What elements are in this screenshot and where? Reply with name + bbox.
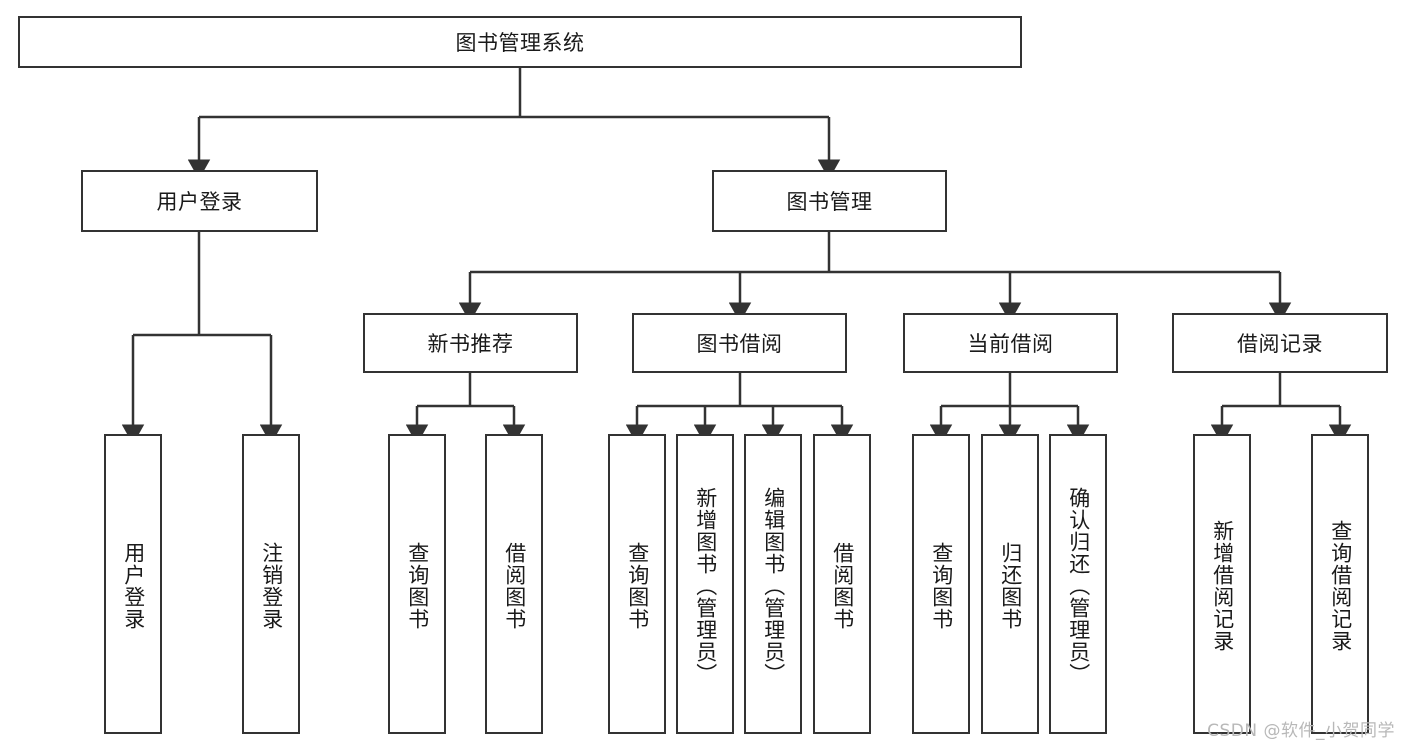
node-current-borrow[interactable]: 当前借阅: [903, 313, 1118, 373]
node-label: 新书推荐: [427, 332, 514, 356]
leaf-label: 用户登录: [121, 542, 146, 630]
leaf-return-book[interactable]: 归还图书: [981, 434, 1039, 734]
node-book-borrow[interactable]: 图书借阅: [632, 313, 847, 373]
node-label: 图书借阅: [696, 332, 783, 356]
leaf-query-borrowed-book[interactable]: 查询图书: [912, 434, 970, 734]
leaf-label: 借阅图书: [502, 542, 527, 630]
leaf-confirm-return-admin[interactable]: 确认归还（管理员）: [1049, 434, 1107, 734]
leaf-label: 注销登录: [259, 542, 284, 630]
node-book-management-module[interactable]: 图书管理: [712, 170, 947, 232]
leaf-query-book-recommend[interactable]: 查询图书: [388, 434, 446, 734]
node-borrow-record[interactable]: 借阅记录: [1172, 313, 1388, 373]
leaf-label: 查询图书: [405, 542, 430, 630]
leaf-label: 编辑图书（管理员）: [761, 487, 786, 685]
node-root[interactable]: 图书管理系统: [18, 16, 1022, 68]
watermark-text: CSDN @软件_小贺同学: [1207, 721, 1395, 741]
node-label: 借阅记录: [1237, 332, 1323, 356]
node-label: 当前借阅: [967, 332, 1054, 356]
leaf-label: 借阅图书: [830, 542, 855, 630]
leaf-query-book[interactable]: 查询图书: [608, 434, 666, 734]
leaf-user-login[interactable]: 用户登录: [104, 434, 162, 734]
leaf-borrow-book[interactable]: 借阅图书: [813, 434, 871, 734]
node-user-login-module[interactable]: 用户登录: [81, 170, 318, 232]
node-label: 用户登录: [156, 190, 243, 214]
leaf-label: 查询借阅记录: [1328, 520, 1353, 652]
leaf-label: 查询图书: [625, 542, 650, 630]
leaf-borrow-book-recommend[interactable]: 借阅图书: [485, 434, 543, 734]
node-label: 图书管理: [786, 190, 873, 214]
leaf-label: 确认归还（管理员）: [1066, 487, 1091, 685]
leaf-label: 新增借阅记录: [1210, 520, 1235, 652]
leaf-add-borrow-record[interactable]: 新增借阅记录: [1193, 434, 1251, 734]
leaf-edit-book-admin[interactable]: 编辑图书（管理员）: [744, 434, 802, 734]
leaf-label: 归还图书: [998, 542, 1023, 630]
leaf-add-book-admin[interactable]: 新增图书（管理员）: [676, 434, 734, 734]
leaf-logout[interactable]: 注销登录: [242, 434, 300, 734]
leaf-label: 查询图书: [929, 542, 954, 630]
leaf-label: 新增图书（管理员）: [693, 487, 718, 685]
node-new-book-recommend[interactable]: 新书推荐: [363, 313, 578, 373]
node-root-label: 图书管理系统: [455, 31, 585, 55]
leaf-query-borrow-record[interactable]: 查询借阅记录: [1311, 434, 1369, 734]
